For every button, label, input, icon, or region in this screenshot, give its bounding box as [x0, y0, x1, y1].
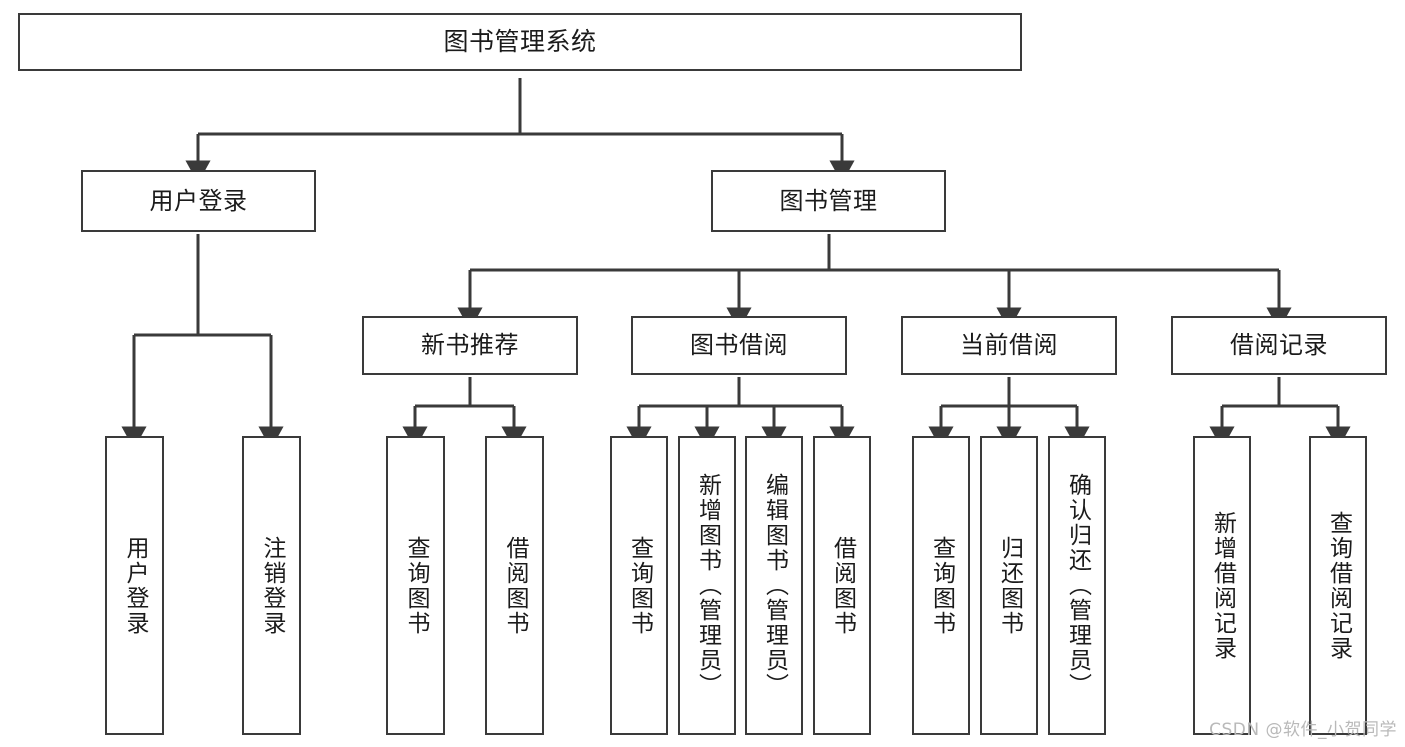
csdn-watermark: CSDN @软件_小贺同学 [1209, 720, 1397, 740]
node-leaf-query-book-borrow-label: 查询图书 [626, 535, 653, 636]
node-book-manage[interactable]: 图书管理 [711, 170, 946, 232]
node-leaf-user-logout-label: 注销登录 [259, 535, 285, 636]
node-book-borrow[interactable]: 图书借阅 [631, 316, 847, 375]
node-leaf-edit-book-label: 编辑图书（管理员） [761, 473, 788, 698]
node-book-borrow-label: 图书借阅 [690, 331, 788, 360]
node-leaf-borrow-book-label: 借阅图书 [829, 535, 856, 636]
node-root-system[interactable]: 图书管理系统 [18, 13, 1022, 71]
node-leaf-borrow-book-rec-label: 借阅图书 [502, 535, 528, 636]
node-root-label: 图书管理系统 [443, 27, 597, 57]
node-leaf-query-book-rec-label: 查询图书 [403, 535, 429, 636]
node-leaf-return-book[interactable]: 归还图书 [980, 436, 1038, 735]
node-leaf-borrow-book-rec[interactable]: 借阅图书 [485, 436, 544, 735]
node-leaf-return-book-label: 归还图书 [996, 535, 1023, 636]
node-leaf-confirm-return-label: 确认归还（管理员） [1064, 473, 1091, 698]
node-leaf-query-book-rec[interactable]: 查询图书 [386, 436, 445, 735]
node-book-manage-label: 图书管理 [779, 186, 878, 215]
node-leaf-query-record-label: 查询借阅记录 [1325, 510, 1352, 661]
node-leaf-add-book[interactable]: 新增图书（管理员） [678, 436, 736, 735]
node-leaf-confirm-return[interactable]: 确认归还（管理员） [1048, 436, 1106, 735]
node-leaf-query-book-borrow[interactable]: 查询图书 [610, 436, 668, 735]
node-leaf-add-book-label: 新增图书（管理员） [694, 473, 721, 698]
node-leaf-user-login-label: 用户登录 [122, 535, 148, 636]
node-leaf-query-book-current-label: 查询图书 [928, 535, 955, 636]
node-borrow-record[interactable]: 借阅记录 [1171, 316, 1387, 375]
node-new-book-rec-label: 新书推荐 [421, 331, 519, 360]
node-new-book-rec[interactable]: 新书推荐 [362, 316, 578, 375]
node-current-borrow-label: 当前借阅 [960, 331, 1058, 360]
node-leaf-user-login[interactable]: 用户登录 [105, 436, 164, 735]
node-leaf-edit-book[interactable]: 编辑图书（管理员） [745, 436, 803, 735]
node-leaf-query-record[interactable]: 查询借阅记录 [1309, 436, 1367, 735]
node-current-borrow[interactable]: 当前借阅 [901, 316, 1117, 375]
node-leaf-user-logout[interactable]: 注销登录 [242, 436, 301, 735]
node-user-login-label: 用户登录 [149, 186, 248, 215]
node-leaf-borrow-book[interactable]: 借阅图书 [813, 436, 871, 735]
node-leaf-add-record[interactable]: 新增借阅记录 [1193, 436, 1251, 735]
node-borrow-record-label: 借阅记录 [1230, 331, 1328, 360]
node-leaf-query-book-current[interactable]: 查询图书 [912, 436, 970, 735]
node-user-login[interactable]: 用户登录 [81, 170, 316, 232]
node-leaf-add-record-label: 新增借阅记录 [1209, 510, 1236, 661]
